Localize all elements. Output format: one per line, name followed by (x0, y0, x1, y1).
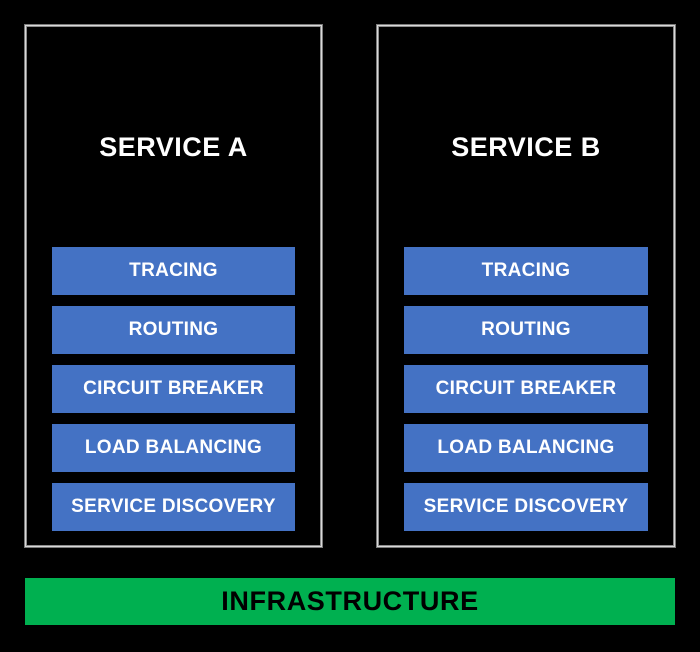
service-b-feature-list: TRACING ROUTING CIRCUIT BREAKER LOAD BAL… (404, 247, 648, 531)
service-a-feature-list: TRACING ROUTING CIRCUIT BREAKER LOAD BAL… (52, 247, 295, 531)
service-a-feature-circuit-breaker[interactable]: CIRCUIT BREAKER (52, 365, 295, 413)
service-a-feature-service-discovery[interactable]: SERVICE DISCOVERY (52, 483, 295, 531)
service-a-feature-tracing[interactable]: TRACING (52, 247, 295, 295)
service-b-title: SERVICE B (451, 132, 601, 162)
service-a-feature-routing[interactable]: ROUTING (52, 306, 295, 354)
infrastructure-bar[interactable]: INFRASTRUCTURE (25, 578, 675, 625)
service-b-feature-circuit-breaker[interactable]: CIRCUIT BREAKER (404, 365, 648, 413)
infrastructure-label: INFRASTRUCTURE (221, 586, 479, 616)
service-a-feature-load-balancing[interactable]: LOAD BALANCING (52, 424, 295, 472)
service-a-title: SERVICE A (99, 132, 248, 162)
service-b-feature-load-balancing[interactable]: LOAD BALANCING (404, 424, 648, 472)
service-panel-b[interactable]: SERVICE B TRACING ROUTING CIRCUIT BREAKE… (376, 24, 676, 548)
service-panel-a[interactable]: SERVICE A TRACING ROUTING CIRCUIT BREAKE… (24, 24, 323, 548)
service-b-feature-tracing[interactable]: TRACING (404, 247, 648, 295)
service-b-feature-service-discovery[interactable]: SERVICE DISCOVERY (404, 483, 648, 531)
service-b-feature-routing[interactable]: ROUTING (404, 306, 648, 354)
